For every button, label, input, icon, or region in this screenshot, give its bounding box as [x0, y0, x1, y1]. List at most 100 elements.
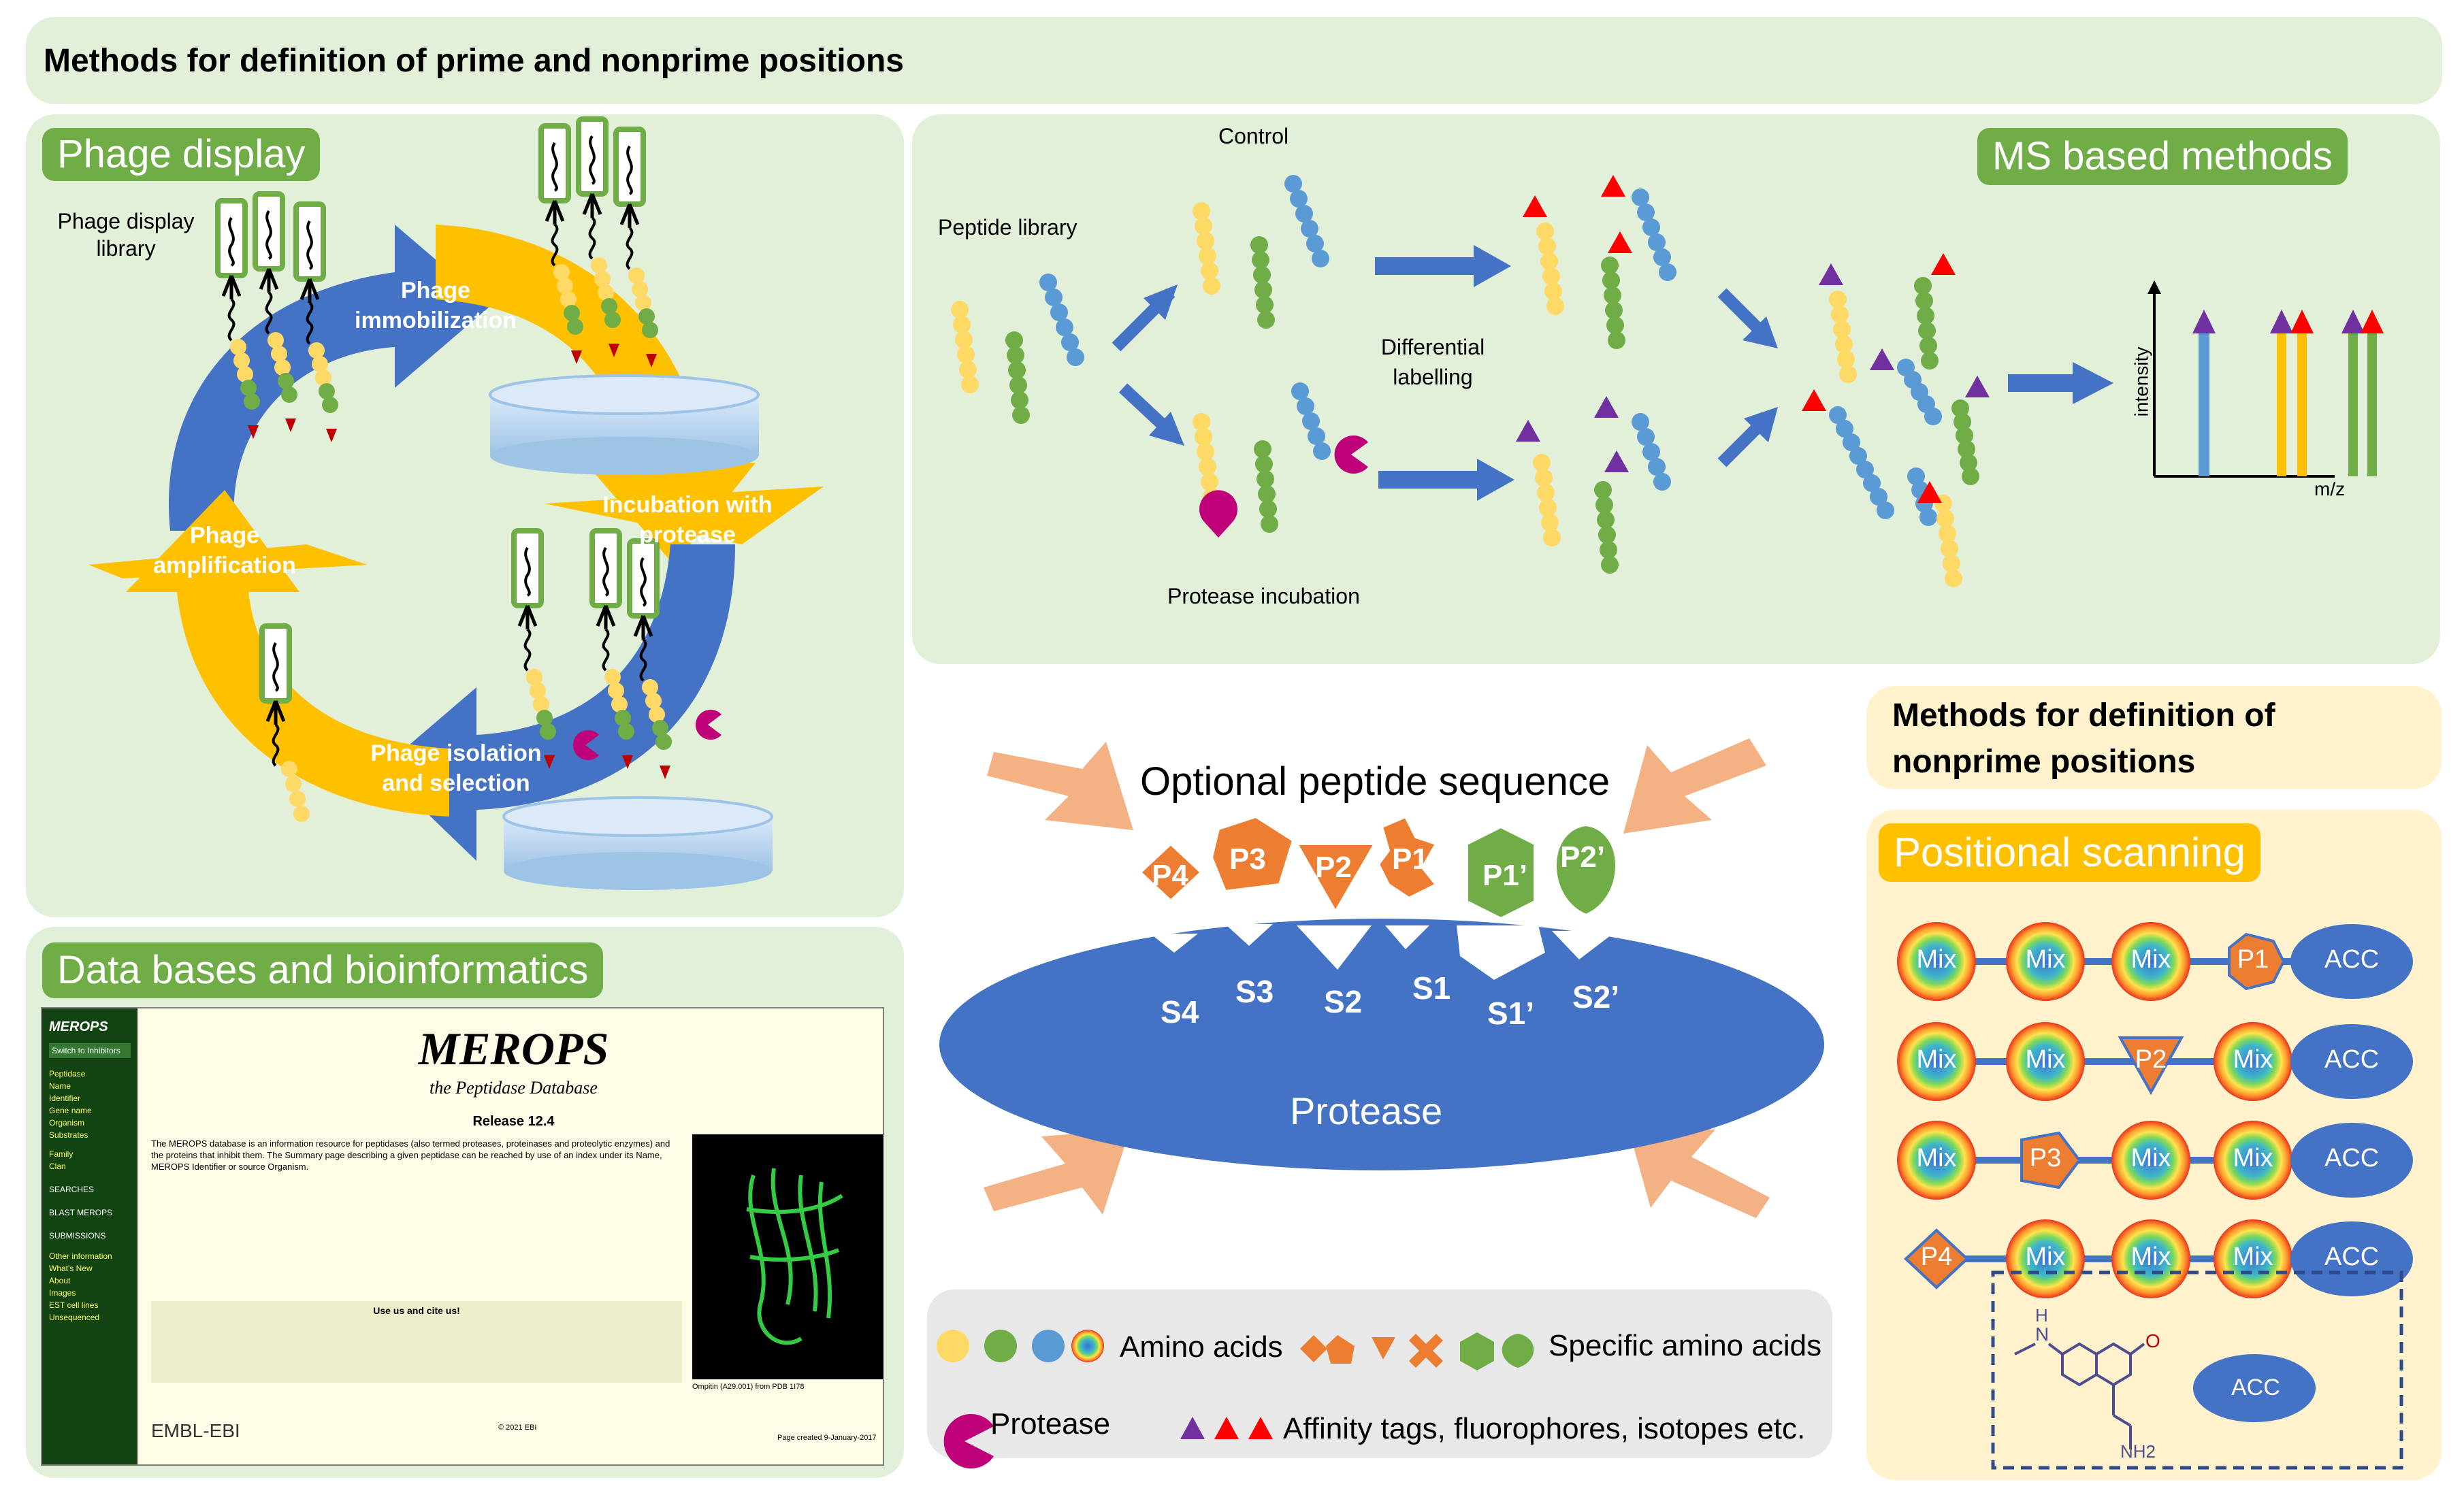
acc-ellipse [2290, 924, 2413, 999]
amino-acid-bead [1195, 217, 1212, 235]
legend-specific-amino-acids: Specific amino acids [1549, 1329, 1822, 1362]
amino-acid-bead [1012, 406, 1030, 424]
amino-acid-bead [1849, 447, 1867, 465]
ebi-copyright: © 2021 EBI [498, 1424, 537, 1432]
peptide-bead [540, 723, 556, 740]
scan-mix: Mix [2233, 1045, 2273, 1074]
amino-acid-bead [1653, 248, 1671, 266]
merops-side-item[interactable]: Images [49, 1288, 76, 1298]
peptide-bead [601, 298, 617, 314]
phage-tail [299, 278, 320, 303]
phage-dna [551, 142, 558, 192]
residue-shape [1554, 823, 1618, 917]
phage-dna [640, 557, 647, 607]
acc-ellipse [2290, 1221, 2413, 1296]
merops-side-item[interactable]: Clan [49, 1162, 66, 1171]
label-tag [1870, 348, 1894, 370]
peptide-bead [611, 696, 628, 712]
merops-switch-button[interactable]: Switch to Inhibitors [49, 1043, 131, 1058]
merops-side-item[interactable]: Substrates [49, 1130, 88, 1140]
merops-screenshot: MEROPS Switch to Inhibitors Peptidase Na… [41, 1007, 884, 1466]
spectrum-ylabel: intensity [2130, 346, 2152, 417]
amino-acid-bead [955, 331, 973, 348]
differential-labelling-label: Differential labelling [1380, 335, 1485, 389]
compound-o-label: O [2145, 1330, 2160, 1351]
merops-side-item[interactable]: BLAST MEROPS [49, 1208, 113, 1217]
merops-side-item[interactable]: SEARCHES [49, 1185, 95, 1194]
scan-mix: Mix [2130, 945, 2171, 974]
merops-title: MEROPS [418, 1023, 609, 1074]
merops-side-item[interactable]: What's New [49, 1264, 93, 1273]
amino-acid-bead [1659, 263, 1676, 281]
amino-acid-bead [1835, 335, 1853, 353]
residue-shape [1210, 815, 1295, 893]
phage-immobilization-label: Phage immobilization [355, 278, 517, 333]
peptide-bead [635, 295, 651, 311]
phage-particles [215, 116, 722, 822]
amino-acid-bead [1601, 556, 1619, 574]
protease-diagram [939, 738, 1824, 1218]
merops-side-item[interactable]: EST cell lines [49, 1300, 99, 1310]
merops-side-item[interactable]: Other information [49, 1251, 112, 1261]
amino-acid-bead [1856, 461, 1874, 478]
merops-side-item[interactable]: Identifier [49, 1094, 81, 1103]
amino-acid-bead [1256, 296, 1274, 314]
phage-linker [523, 628, 532, 672]
amino-acid-bead [1962, 467, 1979, 485]
amino-acid-bead [1539, 499, 1557, 516]
phage-linker [626, 227, 634, 270]
amino-acid-bead [1919, 508, 1937, 526]
mix-circle [1897, 1022, 1976, 1101]
residue-p1-prime: P1’ [1482, 859, 1528, 892]
phage-linker [551, 223, 559, 267]
legend-tags: Affinity tags, fluorophores, isotopes et… [1283, 1412, 1806, 1445]
optional-sequence-label: Optional peptide sequence [1140, 759, 1610, 804]
substrate-tag [544, 755, 555, 769]
phage-dna [589, 135, 596, 185]
merops-side-item[interactable]: Unsequenced [49, 1313, 100, 1322]
phage-tail [265, 700, 286, 725]
amino-acid-bead [1608, 331, 1625, 349]
amino-acid-bead [1595, 496, 1613, 514]
peptide-bead [533, 696, 549, 712]
label-tag [1931, 253, 1956, 275]
amino-acid-bead [951, 301, 969, 318]
amino-acid-bead [1637, 428, 1655, 446]
amino-acid-bead [1008, 361, 1026, 379]
merops-release: Release 12.4 [472, 1114, 555, 1129]
amino-acid-bead [959, 361, 977, 378]
merops-side-item[interactable]: Peptidase [49, 1069, 86, 1079]
peptide-bead [591, 257, 607, 274]
scan-residue [2020, 1131, 2081, 1189]
amino-acid-bead [1919, 337, 1937, 355]
control-label: Control [1218, 124, 1289, 148]
phage-linker [272, 723, 280, 767]
scan-mix: Mix [2130, 1243, 2171, 1271]
amino-acid-bead [1045, 289, 1063, 306]
mix-circle [2006, 1219, 2085, 1298]
phage-tail [259, 268, 279, 293]
amino-acid-bead [1541, 514, 1559, 531]
phage-tail [633, 615, 653, 640]
label-tag [1917, 481, 1942, 503]
binding-plate-top [489, 374, 760, 475]
amino-acid-bead [1535, 469, 1553, 487]
merops-side-item[interactable]: Family [49, 1149, 74, 1159]
scanning-shapes [1897, 922, 2413, 1298]
amino-acid-bead [961, 376, 979, 393]
merops-side-item[interactable]: Organism [49, 1118, 85, 1128]
amino-acid-bead [1915, 292, 1933, 310]
merops-side-item[interactable]: About [49, 1276, 71, 1285]
databases-tag: Data bases and bioinformatics [42, 942, 604, 998]
scan-residue [2228, 932, 2286, 991]
substrate-tag [646, 354, 657, 367]
peptide-bead [553, 264, 570, 280]
amino-acid-bead [1954, 413, 1971, 431]
amino-acid-bead [1009, 376, 1027, 394]
merops-side-item[interactable]: Name [49, 1081, 71, 1091]
amino-acid-bead [1007, 346, 1024, 364]
compound-n-label: N [2035, 1324, 2049, 1345]
merops-side-item[interactable]: Gene name [49, 1106, 92, 1115]
amino-acid-bead [1648, 458, 1666, 476]
merops-side-item[interactable]: SUBMISSIONS [49, 1231, 106, 1241]
